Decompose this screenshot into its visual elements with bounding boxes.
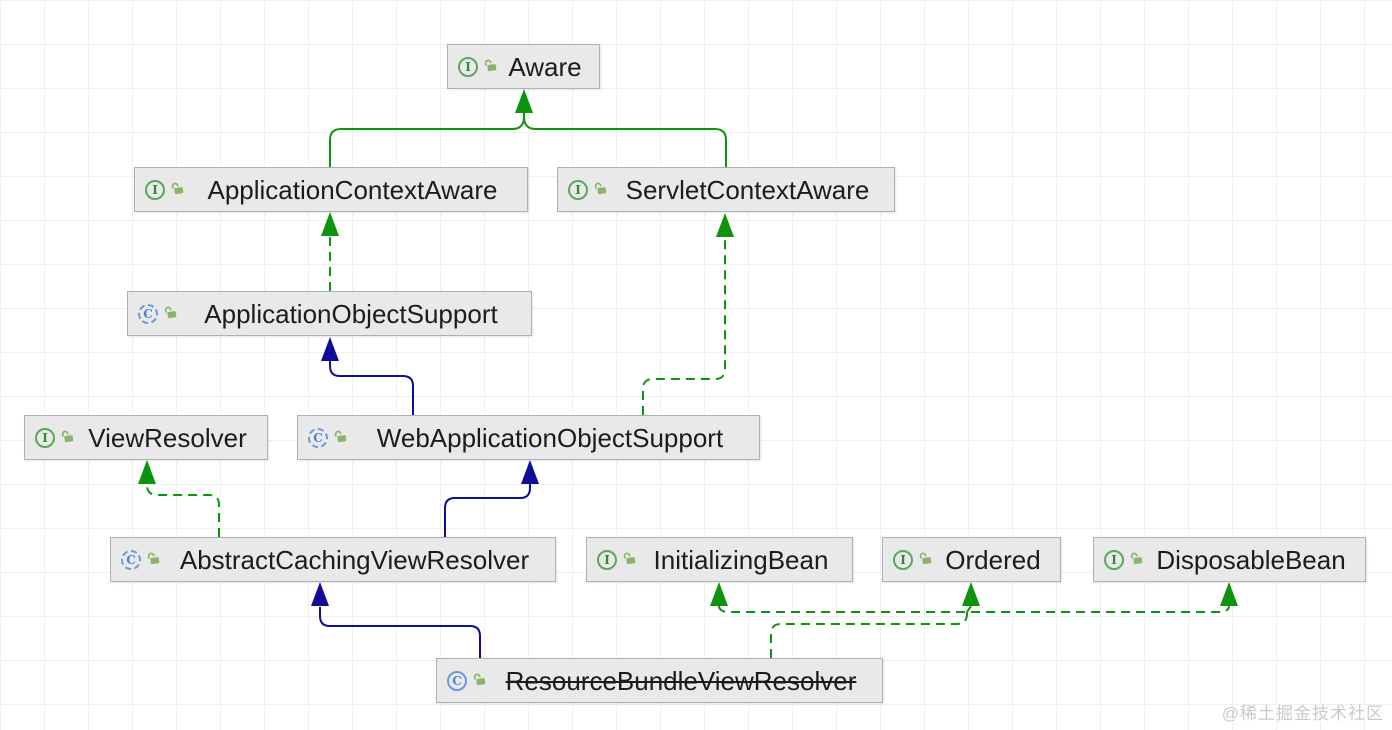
interface-icon: I <box>458 56 478 77</box>
abstract-class-icon: C <box>308 427 328 448</box>
edge-resourcebundleviewresolver-implements-bus-riser[interactable] <box>770 611 968 658</box>
public-lock-icon <box>169 180 186 197</box>
public-lock-icon <box>471 671 488 688</box>
edge-resourcebundleviewresolver-extends-abstractcachingviewresolver[interactable] <box>319 607 481 658</box>
public-lock-icon <box>482 57 499 74</box>
public-lock-icon <box>332 428 349 445</box>
public-lock-icon <box>145 550 162 567</box>
juejin-watermark: @稀土掘金技术社区 <box>1221 704 1384 723</box>
arrowhead-to-abstractcachingviewresolver <box>311 582 329 606</box>
node-web-application-object-support[interactable]: C WebApplicationObjectSupport <box>297 415 760 460</box>
node-label: ServletContextAware <box>625 174 870 205</box>
public-lock-icon <box>917 550 934 567</box>
node-aware[interactable]: I Aware <box>447 44 600 89</box>
edge-abstractcachingviewresolver-implements-viewresolver[interactable] <box>146 483 220 537</box>
interface-icon: I <box>597 549 617 570</box>
arrowhead-to-initializingbean <box>710 582 728 606</box>
node-label: ViewResolver <box>88 422 247 453</box>
node-initializing-bean[interactable]: I InitializingBean <box>586 537 853 582</box>
node-label: DisposableBean <box>1156 544 1346 575</box>
abstract-class-icon: C <box>121 549 141 570</box>
interface-icon: I <box>35 427 55 448</box>
interface-icon: I <box>145 179 165 200</box>
node-application-context-aware[interactable]: I ApplicationContextAware <box>134 167 528 212</box>
edge-webapplicationobjectsupport-extends-applicationobjectsupport[interactable] <box>329 359 414 415</box>
arrowhead-to-applicationcontextaware <box>321 212 339 236</box>
public-lock-icon <box>59 428 76 445</box>
node-servlet-context-aware[interactable]: I ServletContextAware <box>557 167 895 212</box>
arrowhead-to-webapplicationobjectsupport <box>521 460 539 484</box>
node-label: AbstractCachingViewResolver <box>179 544 530 575</box>
node-label: Aware <box>508 51 582 82</box>
public-lock-icon <box>162 304 179 321</box>
class-icon: C <box>447 670 467 691</box>
node-label: Ordered <box>945 544 1041 575</box>
node-label: InitializingBean <box>653 544 829 575</box>
interface-icon: I <box>568 179 588 200</box>
arrowhead-to-servletcontextaware <box>716 213 734 237</box>
abstract-class-icon: C <box>138 303 158 324</box>
node-disposable-bean[interactable]: I DisposableBean <box>1093 537 1366 582</box>
node-ordered[interactable]: I Ordered <box>882 537 1061 582</box>
arrowhead-to-viewresolver <box>138 460 156 484</box>
public-lock-icon <box>621 550 638 567</box>
interface-icon: I <box>893 549 913 570</box>
arrowhead-to-applicationobjectsupport <box>321 337 339 361</box>
edge-implements-bus-ordered-stem[interactable] <box>966 605 972 613</box>
edge-implements-bus[interactable] <box>718 605 1230 613</box>
node-application-object-support[interactable]: C ApplicationObjectSupport <box>127 291 532 336</box>
arrowhead-to-ordered <box>962 582 980 606</box>
interface-icon: I <box>1104 549 1124 570</box>
edge-servletcontextaware-extends-aware[interactable] <box>523 116 727 167</box>
node-label: ApplicationObjectSupport <box>204 298 498 329</box>
node-label: WebApplicationObjectSupport <box>376 422 724 453</box>
node-resource-bundle-view-resolver[interactable]: C ResourceBundleViewResolver <box>436 658 883 703</box>
node-label: ApplicationContextAware <box>207 174 498 205</box>
public-lock-icon <box>1128 550 1145 567</box>
edge-webapplicationobjectsupport-implements-servletcontextaware[interactable] <box>642 237 726 415</box>
public-lock-icon <box>592 180 609 197</box>
edge-abstractcachingviewresolver-extends-webapplicationobjectsupport[interactable] <box>444 483 531 537</box>
node-abstract-caching-view-resolver[interactable]: C AbstractCachingViewResolver <box>110 537 556 582</box>
arrowhead-to-aware <box>515 89 533 113</box>
node-label: ResourceBundleViewResolver <box>505 665 857 696</box>
node-view-resolver[interactable]: I ViewResolver <box>24 415 268 460</box>
edge-applicationcontextaware-extends-aware[interactable] <box>329 111 525 167</box>
arrowhead-to-disposablebean <box>1220 582 1238 606</box>
